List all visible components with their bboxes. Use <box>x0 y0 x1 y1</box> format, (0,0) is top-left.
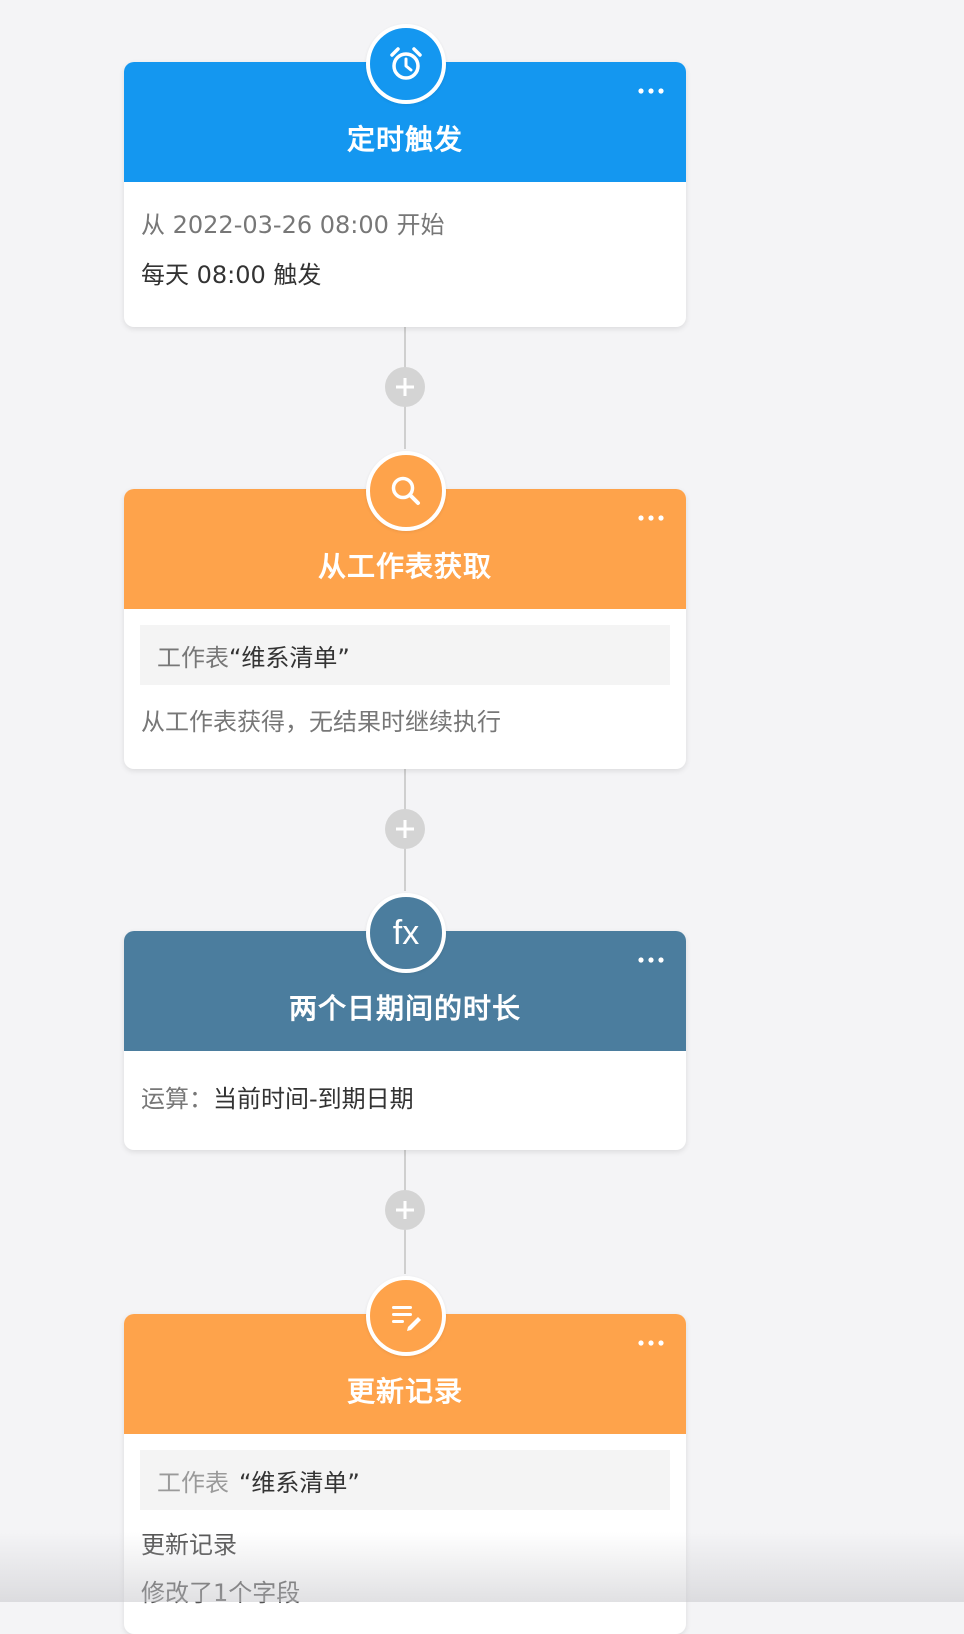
worksheet-prefix: 工作表 <box>157 643 229 672</box>
edit-record-icon <box>392 1306 421 1331</box>
plus-icon <box>396 820 414 838</box>
node-icon-badge <box>366 24 446 104</box>
worksheet-name: “维系清单” <box>229 643 350 672</box>
operation-row: 运算：当前时间-到期日期 <box>140 1079 670 1119</box>
update-action-text: 更新记录 <box>141 1531 237 1559</box>
get-from-sheet-card[interactable]: 从工作表获取 工作表 “维系清单” 从工作表获得，无结果时继续执行 <box>124 489 686 769</box>
node-icon-badge <box>366 1276 446 1356</box>
more-options-icon[interactable] <box>636 503 666 533</box>
add-step-button[interactable] <box>385 367 425 407</box>
fetch-description: 从工作表获得，无结果时继续执行 <box>141 708 501 736</box>
card-body: 从 2022-03-26 08:00 开始 每天 08:00 触发 <box>124 182 686 292</box>
more-options-icon[interactable] <box>636 945 666 975</box>
card-body: 工作表 “维系清单” 更新记录 修改了1个字段 <box>124 1434 686 1610</box>
node-icon-badge <box>366 451 446 531</box>
node-icon-badge: fx <box>366 893 446 973</box>
start-time-text: 从 2022-03-26 08:00 开始 <box>141 211 445 239</box>
card-body: 运算：当前时间-到期日期 <box>124 1051 686 1119</box>
card-title: 两个日期间的时长 <box>288 992 521 1025</box>
add-step-button[interactable] <box>385 1190 425 1230</box>
card-title: 定时触发 <box>346 123 463 156</box>
add-step-button[interactable] <box>385 809 425 849</box>
worksheet-prefix: 工作表 <box>157 1468 229 1497</box>
card-title: 更新记录 <box>346 1375 463 1408</box>
card-title: 从工作表获取 <box>317 550 492 583</box>
worksheet-row[interactable]: 工作表 “维系清单” <box>140 1450 670 1510</box>
more-options-icon[interactable] <box>636 76 666 106</box>
worksheet-row[interactable]: 工作表 “维系清单” <box>140 625 670 685</box>
operation-label: 运算： <box>141 1085 213 1113</box>
plus-icon <box>396 1201 414 1219</box>
operation-value: 当前时间-到期日期 <box>213 1085 414 1113</box>
worksheet-name: “维系清单” <box>239 1468 360 1497</box>
more-options-icon[interactable] <box>636 1328 666 1358</box>
card-body: 工作表 “维系清单” 从工作表获得，无结果时继续执行 <box>124 609 686 739</box>
schedule-text: 每天 08:00 触发 <box>141 261 322 289</box>
fields-modified-text: 修改了1个字段 <box>141 1579 301 1607</box>
search-icon <box>391 476 420 505</box>
alarm-clock-icon <box>390 47 422 80</box>
fx-formula-icon: fx <box>392 914 420 952</box>
update-record-card[interactable]: 更新记录 工作表 “维系清单” 更新记录 修改了1个字段 <box>124 1314 686 1634</box>
plus-icon <box>396 378 414 396</box>
